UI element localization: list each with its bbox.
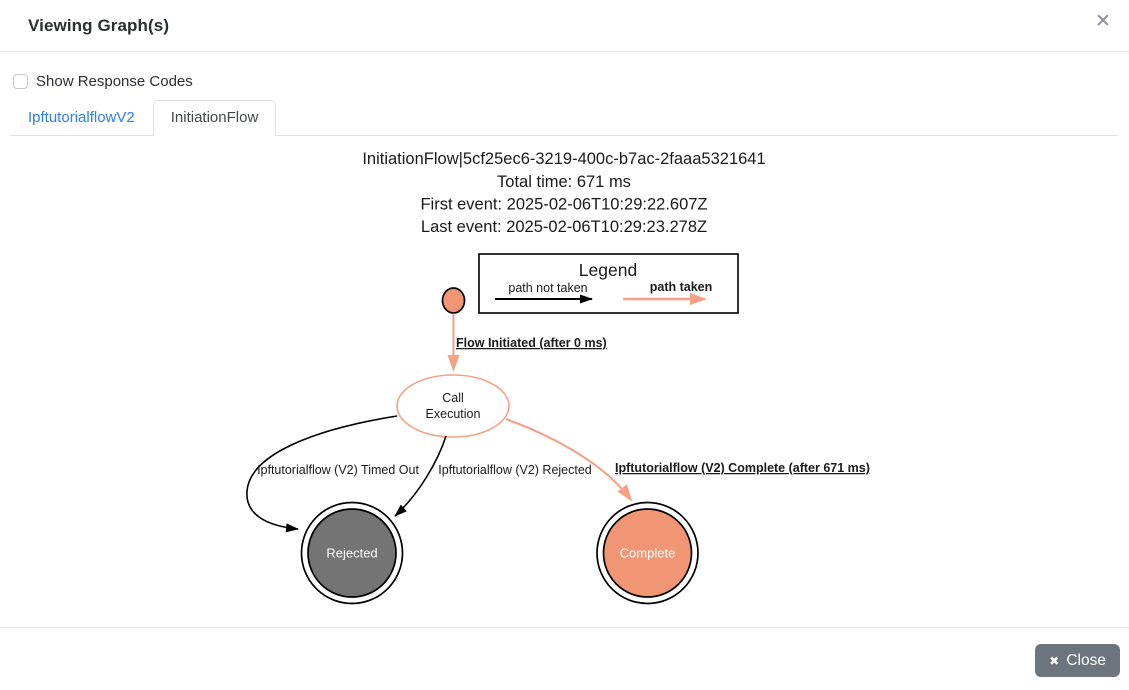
show-response-codes-row: Show Response Codes xyxy=(13,73,1129,90)
graph-tabs: IpftutorialflowV2 InitiationFlow xyxy=(10,100,1118,136)
edge-timed-out xyxy=(246,415,398,533)
modal-footer: ✖ Close xyxy=(0,627,1129,690)
close-x-icon: ✖ xyxy=(1049,654,1060,668)
complete-node-label: Complete xyxy=(620,546,676,561)
edge-timed-out-label: Ipftutorialflow (V2) Timed Out xyxy=(257,463,419,477)
close-button-label: Close xyxy=(1066,651,1106,669)
edge-complete xyxy=(505,418,633,502)
edge-rejected xyxy=(394,435,447,517)
edge-flow-initiated-label: Flow Initiated (after 0 ms) xyxy=(456,336,607,350)
call-execution-label-line2: Execution xyxy=(426,407,481,421)
close-icon[interactable]: ✕ xyxy=(1089,7,1117,35)
modal-title: Viewing Graph(s) xyxy=(28,15,170,35)
rejected-node-inner xyxy=(307,508,397,598)
legend-path-taken-label: path taken xyxy=(650,280,713,294)
graph-title: InitiationFlow|5cf25ec6-3219-400c-b7ac-2… xyxy=(362,150,765,168)
graph-total-time: Total time: 671 ms xyxy=(497,173,631,191)
call-execution-label-line1: Call xyxy=(442,391,464,405)
tab-ipftutorialflowv2[interactable]: IpftutorialflowV2 xyxy=(10,100,153,136)
show-response-codes-label: Show Response Codes xyxy=(36,73,193,90)
close-button[interactable]: ✖ Close xyxy=(1035,644,1120,677)
complete-node-inner xyxy=(602,508,693,598)
tab-initiationflow[interactable]: InitiationFlow xyxy=(152,100,277,136)
graph-first-event: First event: 2025-02-06T10:29:22.607Z xyxy=(420,196,707,214)
start-node xyxy=(441,287,466,314)
edge-rejected-label: Ipftutorialflow (V2) Rejected xyxy=(438,463,592,477)
flow-graph-svg: InitiationFlow|5cf25ec6-3219-400c-b7ac-2… xyxy=(246,150,870,605)
legend-path-not-taken-label: path not taken xyxy=(508,281,587,295)
flow-graph-canvas: InitiationFlow|5cf25ec6-3219-400c-b7ac-2… xyxy=(0,136,1129,627)
call-execution-node xyxy=(396,374,510,438)
modal-header: Viewing Graph(s) ✕ xyxy=(0,0,1129,52)
show-response-codes-checkbox[interactable] xyxy=(13,74,28,89)
graph-last-event: Last event: 2025-02-06T10:29:23.278Z xyxy=(421,218,707,236)
rejected-node-label: Rejected xyxy=(326,546,377,561)
legend-title: Legend xyxy=(579,260,637,280)
edge-complete-label: Ipftutorialflow (V2) Complete (after 671… xyxy=(615,461,870,475)
